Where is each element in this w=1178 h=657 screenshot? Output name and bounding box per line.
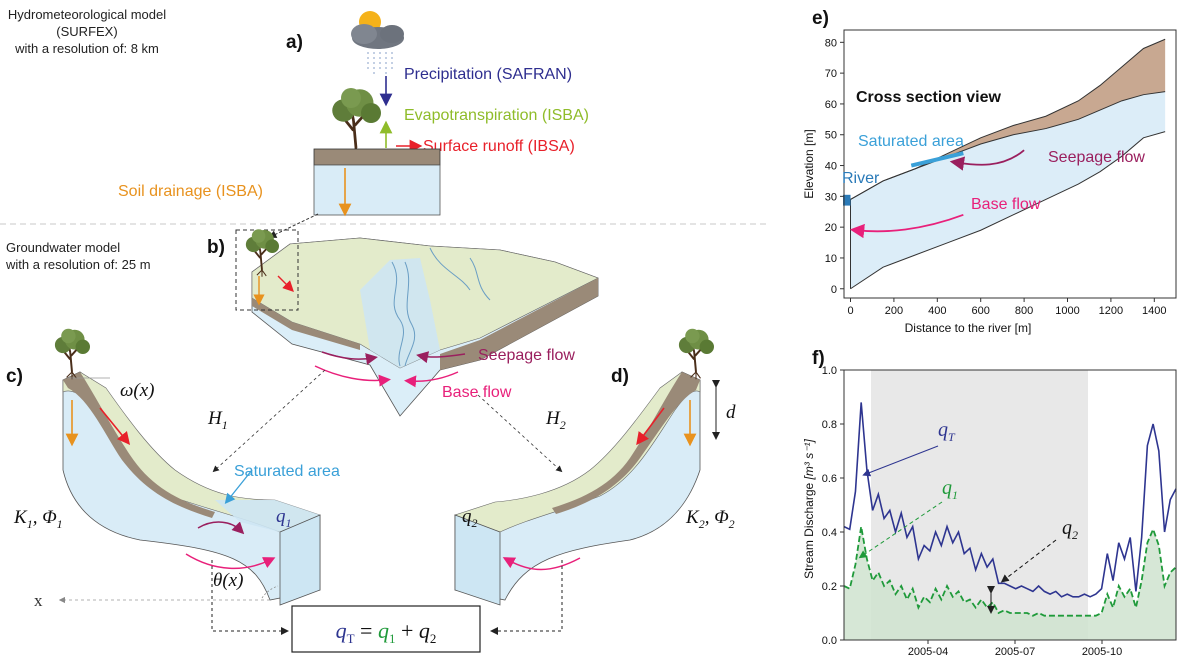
base-flow-label-e: Base flow	[971, 196, 1041, 213]
panel-b-label: b)	[207, 237, 225, 258]
x-tick-label-e: 1000	[1055, 305, 1079, 317]
x-tick-label-e: 800	[1015, 305, 1033, 317]
panel-c: c) ω(x) H1 Saturated area q1 K1, Φ1 θ(x)…	[6, 327, 340, 635]
hydromet-title-line3: with a resolution of: 8 km	[14, 41, 159, 56]
bottom-line	[850, 131, 1166, 290]
y-tick-label-e: 20	[825, 222, 837, 234]
precipitation-label: Precipitation (SAFRAN)	[404, 66, 572, 83]
x-tick-label-e: 400	[928, 305, 946, 317]
weather-icon	[351, 11, 404, 74]
x-axis-label: x	[34, 591, 43, 610]
equation-text: qT = q1 + q2	[336, 618, 437, 646]
theta-label: θ(x)	[213, 570, 243, 591]
x-axis-label-e: Distance to the river [m]	[905, 321, 1032, 335]
q2-annotation: q2	[1062, 517, 1078, 542]
evapotranspiration-label: Evapotranspiration (ISBA)	[404, 107, 589, 124]
seepage-flow-label-b: Seepage flow	[478, 347, 575, 364]
panel-f-chart: f) 0.0 0.2 0.4 0.6 0.8 1.0 2005-04 2005-07 2005-…	[802, 348, 1177, 657]
base-flow-label-b: Base flow	[442, 384, 512, 401]
panel-a-label: a)	[286, 32, 303, 53]
h2-label: H2	[545, 408, 566, 432]
y-axis-label-e: Elevation [m]	[802, 129, 816, 198]
y-tick-label-f: 0.6	[822, 473, 837, 485]
x-tick-label-e: 200	[885, 305, 903, 317]
surface-runoff-label: Surface runoff (IBSA)	[423, 138, 575, 155]
y-tick-label-e: 10	[825, 253, 837, 265]
x-tick-label-f: 2005-10	[1082, 646, 1122, 657]
saturated-zone	[850, 91, 1166, 289]
panel-e-label: e)	[812, 8, 829, 29]
y-tick-label-e: 70	[825, 68, 837, 80]
y-axis-label-f: Stream Discharge [m³ s⁻¹]	[802, 438, 816, 578]
q1-annotation: q1	[942, 477, 958, 502]
omega-label: ω(x)	[120, 380, 155, 401]
q1-box-label: q1	[276, 506, 292, 530]
soil-column	[313, 164, 441, 216]
y-tick-label-e: 0	[831, 284, 837, 296]
panel-c-label: c)	[6, 366, 23, 387]
water-table-line	[850, 91, 1166, 200]
x-tick-label-e: 1400	[1142, 305, 1166, 317]
x-tick-label-f: 2005-04	[908, 646, 948, 657]
gw-title-line2: with a resolution of: 25 m	[5, 257, 151, 272]
inset-box	[235, 229, 299, 311]
x-tick-label-f: 2005-07	[995, 646, 1035, 657]
q1-line	[843, 526, 1177, 617]
q2-box-label: q2	[462, 506, 478, 530]
saturated-strip	[910, 151, 964, 168]
equation-box: qT = q1 + q2	[291, 605, 481, 653]
h1-label: H1	[207, 408, 228, 432]
soil-layer	[313, 148, 441, 166]
panel-f-label: f)	[812, 348, 825, 369]
y-tick-label-f: 1.0	[822, 365, 837, 377]
panel-d: d) d H2 q2 K2, Φ2	[454, 327, 736, 635]
y-tick-label-f: 0.2	[822, 581, 837, 593]
plot-frame-f	[843, 369, 1177, 641]
k1-phi1-label: K1, Φ1	[13, 507, 63, 531]
y-tick-label-e: 50	[825, 130, 837, 142]
y-tick-label-e: 60	[825, 99, 837, 111]
panel-b: Groundwater model with a resolution of: …	[5, 228, 599, 473]
soil-drainage-label: Soil drainage (ISBA)	[118, 183, 263, 200]
seepage-arrow-e	[949, 149, 1025, 171]
qt-annotation: qT	[938, 419, 956, 444]
x-tick-label-e: 600	[972, 305, 990, 317]
hydromet-title-line1: Hydrometeorological model	[8, 7, 166, 22]
cross-section-title: Cross section view	[856, 89, 1002, 106]
hydromet-title-line2: (SURFEX)	[56, 24, 117, 39]
y-tick-label-f: 0.4	[822, 527, 837, 539]
seepage-flow-label-e: Seepage flow	[1048, 149, 1145, 166]
y-tick-label-e: 40	[825, 161, 837, 173]
plot-frame-e	[843, 29, 1177, 299]
river-label: River	[842, 170, 880, 187]
baseflow-arrow-e	[849, 213, 964, 239]
qt-line	[843, 402, 1177, 598]
shaded-period	[871, 370, 1088, 640]
saturated-area-label-e: Saturated area	[858, 133, 964, 150]
saturated-area-label: Saturated area	[234, 463, 340, 480]
panel-d-label: d)	[611, 366, 629, 387]
y-tick-label-e: 80	[825, 37, 837, 49]
x-tick-label-e: 0	[847, 305, 853, 317]
zoom-connector	[268, 213, 319, 238]
k2-phi2-label: K2, Φ2	[685, 507, 735, 531]
y-tick-label-e: 30	[825, 191, 837, 203]
x-tick-label-e: 1200	[1099, 305, 1123, 317]
panel-a: Hydrometeorological model (SURFEX) with …	[0, 7, 770, 238]
y-tick-label-f: 0.0	[822, 635, 837, 647]
y-tick-label-f: 0.8	[822, 419, 837, 431]
river-marker	[843, 194, 851, 206]
q1-area	[844, 526, 1176, 640]
d-label: d	[726, 402, 736, 423]
tree-icon	[330, 86, 383, 160]
panel-e-chart: e) 0 200 400 600 800 1000 1200 1400 0 10 20 30 40 50 6…	[802, 8, 1177, 335]
gw-title-line1: Groundwater model	[6, 240, 120, 255]
